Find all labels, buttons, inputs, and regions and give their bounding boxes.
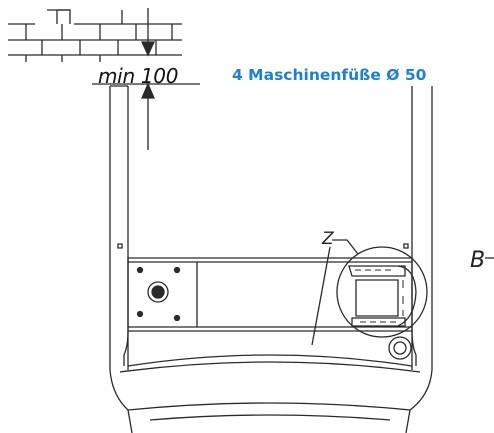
detail-z-leader	[311, 239, 359, 346]
machine-foot	[388, 336, 412, 360]
cabinet-front	[109, 330, 433, 433]
wall-symbol	[8, 9, 182, 62]
machine-feet-note: 4 Maschinenfüße Ø 50	[232, 66, 427, 84]
clearance-label: min 100	[98, 64, 179, 88]
detail-z-label: Z	[322, 229, 334, 249]
view-b-label: B	[470, 248, 486, 273]
control-knob	[147, 281, 169, 303]
detail-z-circle	[336, 246, 428, 338]
clearance-dimension	[92, 8, 200, 150]
base-plate	[127, 257, 413, 332]
panel-screws	[136, 266, 181, 322]
